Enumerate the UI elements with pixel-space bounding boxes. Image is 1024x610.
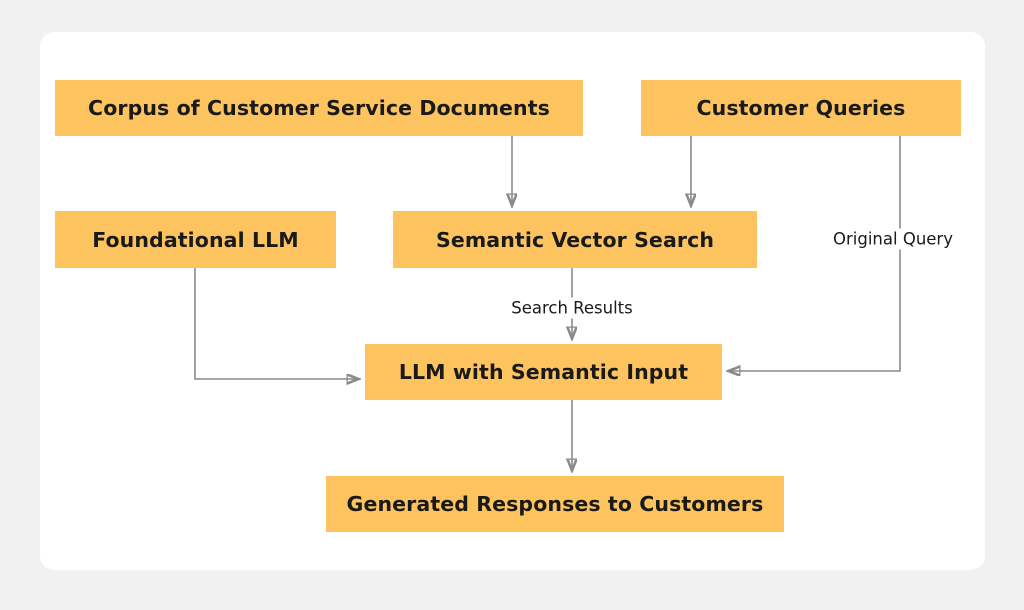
node-generated-responses[interactable]: Generated Responses to Customers xyxy=(326,476,784,532)
node-semantic-vector-search[interactable]: Semantic Vector Search xyxy=(393,211,757,268)
edge-label-search-results: Search Results xyxy=(506,297,638,319)
node-customer-queries-label: Customer Queries xyxy=(696,96,906,120)
node-customer-queries[interactable]: Customer Queries xyxy=(641,80,961,136)
edge-label-original-query: Original Query xyxy=(828,228,958,250)
node-llm-with-semantic-input-label: LLM with Semantic Input xyxy=(398,360,689,384)
node-corpus-label: Corpus of Customer Service Documents xyxy=(88,96,550,120)
node-llm-with-semantic-input[interactable]: LLM with Semantic Input xyxy=(365,344,722,400)
node-generated-responses-label: Generated Responses to Customers xyxy=(346,492,764,516)
node-semantic-vector-search-label: Semantic Vector Search xyxy=(435,227,715,252)
node-foundational-llm-label: Foundational LLM xyxy=(92,227,299,252)
node-corpus[interactable]: Corpus of Customer Service Documents xyxy=(55,80,583,136)
edge-foundational-to-llm xyxy=(194,268,358,379)
node-foundational-llm[interactable]: Foundational LLM xyxy=(55,211,336,268)
